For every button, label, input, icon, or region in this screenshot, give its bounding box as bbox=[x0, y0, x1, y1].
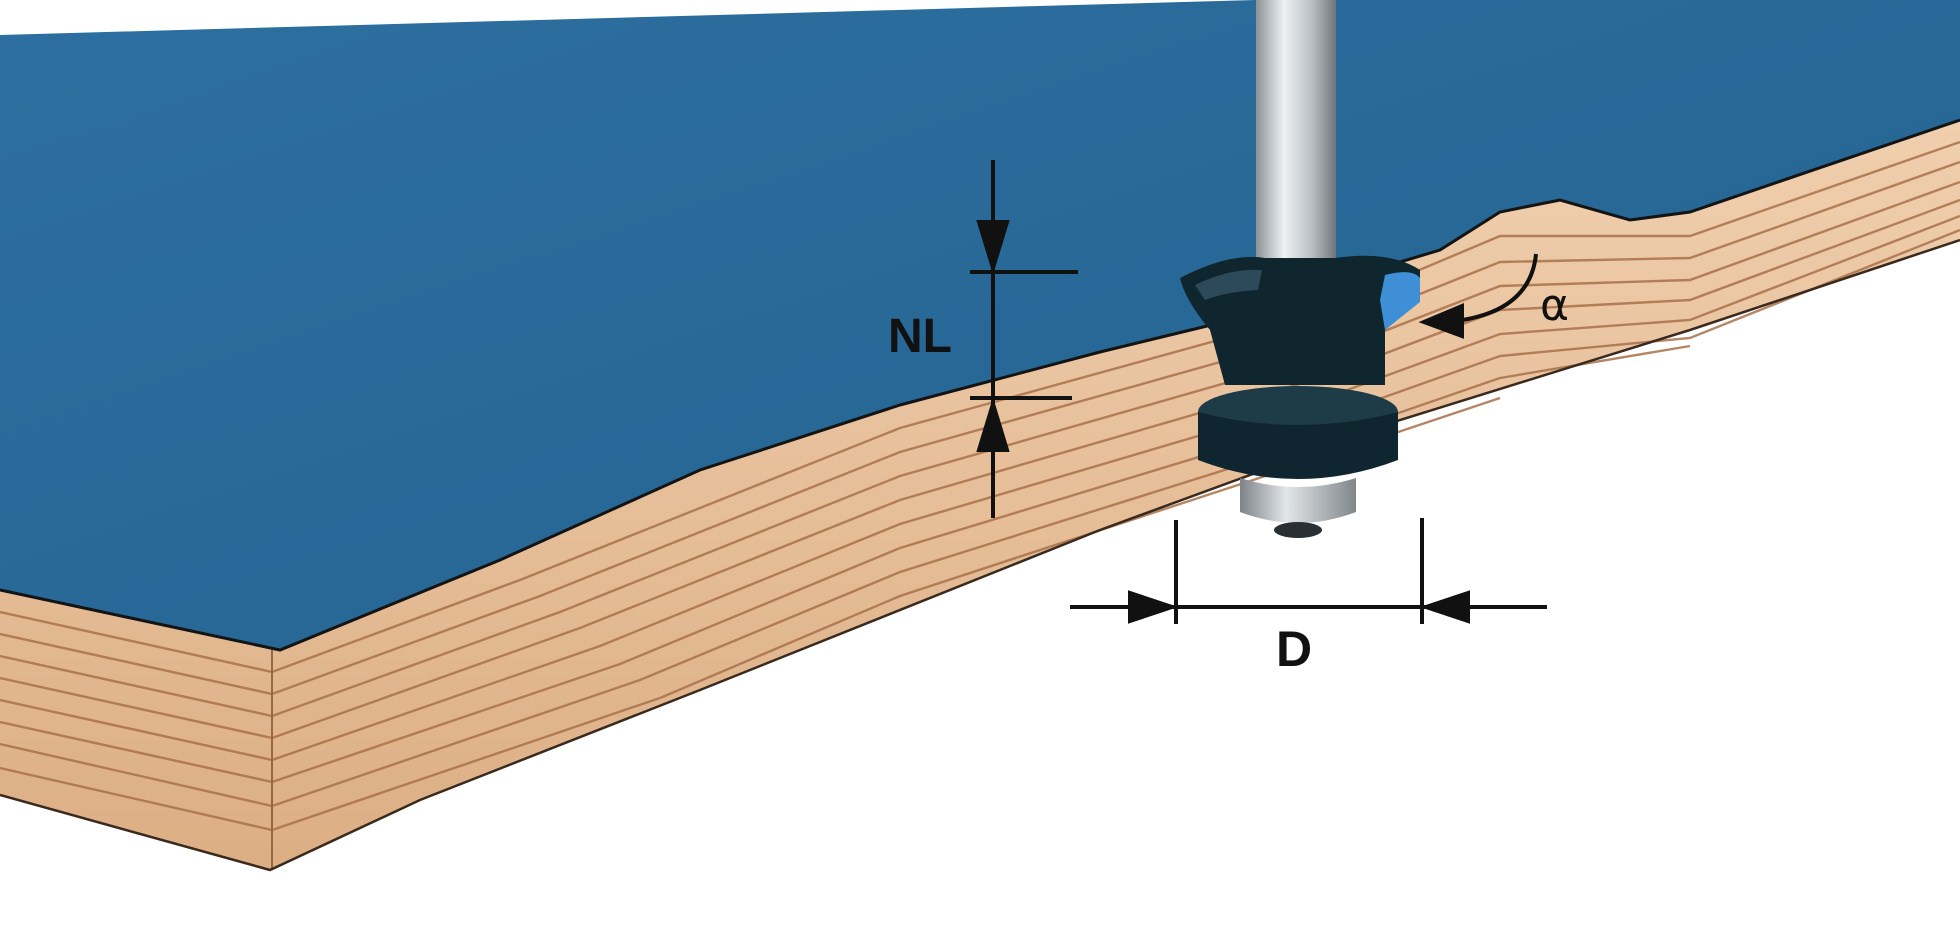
plywood-edge bbox=[0, 120, 1960, 870]
alpha-label: α bbox=[1540, 280, 1569, 331]
router-bit-collar bbox=[1198, 412, 1398, 479]
d-arrow-left bbox=[1419, 590, 1470, 624]
d-arrow-right bbox=[1128, 590, 1179, 624]
d-label: D bbox=[1276, 621, 1312, 677]
router-bit-bearing-bottom bbox=[1274, 522, 1322, 538]
router-bit-shank bbox=[1256, 0, 1336, 265]
dimension-lines bbox=[970, 160, 1547, 624]
router-bit-blade bbox=[1380, 272, 1420, 330]
router-bit-bearing bbox=[1240, 478, 1356, 523]
rotation-arrow-head bbox=[1418, 302, 1464, 339]
laminate-top-surface bbox=[0, 0, 1960, 650]
nl-arrow-down bbox=[976, 220, 1010, 275]
nl-label: NL bbox=[888, 310, 952, 363]
nl-arrow-up bbox=[976, 397, 1010, 452]
board-bottom-outline bbox=[0, 238, 1960, 872]
router-bit bbox=[1180, 0, 1420, 538]
router-bit-blade-edge bbox=[1195, 269, 1262, 300]
